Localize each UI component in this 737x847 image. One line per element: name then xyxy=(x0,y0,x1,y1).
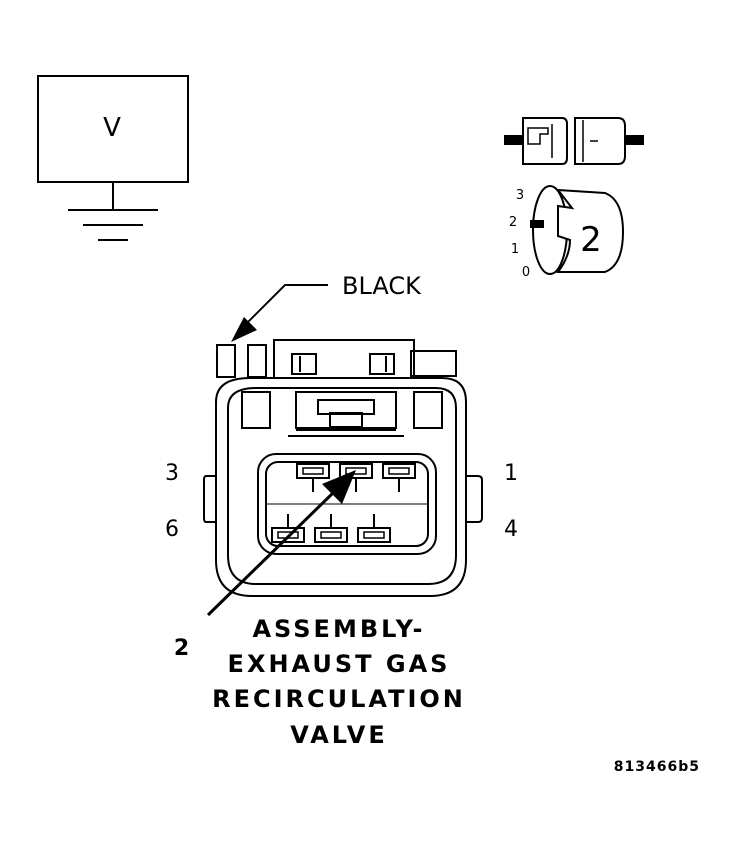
voltmeter: V xyxy=(37,75,189,241)
probe-arrow xyxy=(206,470,356,617)
cavity-label-6: 6 xyxy=(165,517,179,542)
figure-id: 813466b5 xyxy=(614,759,700,775)
selector-knob-icon: 2 3 2 1 0 xyxy=(509,185,625,280)
component-title-line-2: EXHAUST GAS xyxy=(228,650,451,678)
probe-callout-label: 2 xyxy=(174,636,192,661)
component-title-line-3: RECIRCULATION xyxy=(212,685,466,713)
wire-leader-arrow xyxy=(231,284,328,342)
selector-position-1: 1 xyxy=(511,242,519,257)
probe-icon xyxy=(504,117,644,165)
voltmeter-symbol: V xyxy=(103,113,121,143)
component-title-line-4: VALVE xyxy=(290,721,387,749)
selector-position-3: 3 xyxy=(516,188,524,203)
cavity-label-4: 4 xyxy=(504,517,518,542)
component-title-line-1: ASSEMBLY- xyxy=(252,615,425,643)
ground-icon xyxy=(68,182,158,241)
selected-position: 2 xyxy=(580,220,602,260)
connector-face xyxy=(203,339,483,597)
selector-position-0: 0 xyxy=(522,265,530,280)
cavity-label-3: 3 xyxy=(165,461,179,486)
wire-color-label: BLACK xyxy=(342,272,422,300)
selector-position-2: 2 xyxy=(509,215,517,230)
cavity-label-1: 1 xyxy=(504,461,518,486)
